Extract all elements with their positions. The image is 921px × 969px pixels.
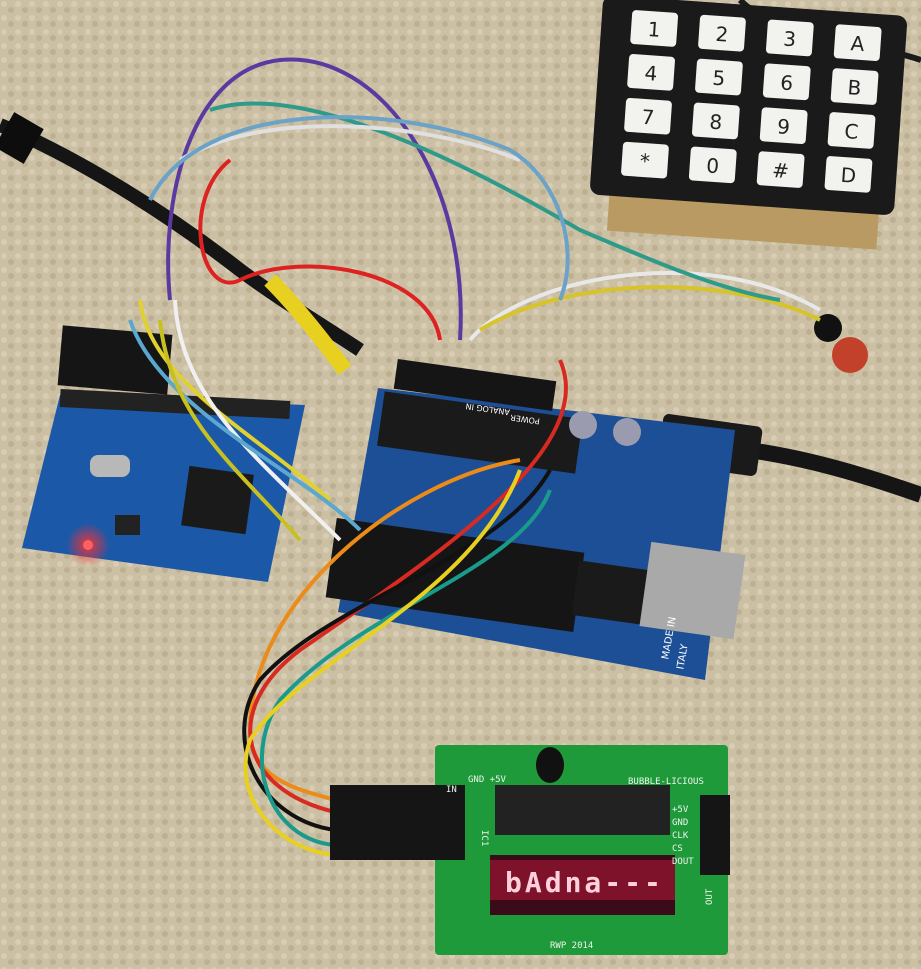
pin-label: +5V: [672, 805, 689, 815]
keypad-key[interactable]: [833, 24, 882, 61]
out-label: OUT: [705, 888, 715, 905]
bubble-title: BUBBLE-LICIOUS: [628, 777, 704, 787]
keypad-key[interactable]: [756, 151, 805, 188]
keypad-key[interactable]: [762, 63, 811, 101]
keypad-key-label: 0: [706, 153, 720, 178]
keypad-key[interactable]: [627, 54, 675, 91]
keypad-key-label: 2: [715, 22, 729, 47]
gnd-5v-label: GND +5V: [468, 775, 507, 785]
in-label: IN: [446, 785, 457, 795]
pin-label: DOUT: [672, 857, 694, 867]
jumper-wires: [128, 57, 822, 857]
push-button: [814, 314, 868, 373]
keypad-key-label: 5: [712, 66, 726, 91]
keypad-key[interactable]: [824, 156, 873, 193]
keypad-key-label: 1: [647, 17, 661, 42]
keypad-key[interactable]: [630, 10, 679, 47]
breakout-board: [22, 325, 305, 582]
keypad-key-label: B: [847, 75, 862, 100]
keypad-key[interactable]: [698, 14, 746, 52]
keypad-key-label: 6: [780, 70, 794, 95]
keypad-key[interactable]: [830, 68, 879, 105]
keypad-key-label: #: [771, 158, 789, 183]
ic-label: IC1: [479, 830, 489, 846]
keypad-key-label: 3: [783, 27, 797, 52]
pin-label: CLK: [672, 831, 689, 841]
italy-label: ITALY: [675, 642, 690, 670]
keypad-key[interactable]: [624, 97, 672, 135]
keypad-key-label: A: [850, 31, 866, 56]
keypad-key[interactable]: [695, 58, 743, 96]
keypad-key[interactable]: [759, 107, 808, 145]
keypad-key[interactable]: [765, 19, 814, 57]
bubble-display-board: bAdna--- BUBBLE-LICIOUS GND +5V IN IC1 +…: [330, 745, 730, 955]
keypad-key-label: 8: [709, 110, 723, 135]
keypad-key-label: *: [639, 149, 651, 174]
black-cable-left: [0, 118, 364, 356]
pin-label: GND: [672, 818, 688, 828]
keypad-key-label: D: [840, 163, 857, 188]
arduino-board: ANALOG IN POWER MADE IN ITALY: [325, 359, 746, 680]
keypad: 1 2 3 A 4 5 6 B 7 8 9 C * 0 # D: [590, 0, 907, 250]
keypad-key[interactable]: [827, 112, 876, 149]
keypad-key[interactable]: [688, 146, 737, 184]
credit-label: RWP 2014: [550, 941, 593, 951]
keypad-key-label: C: [844, 119, 860, 144]
keypad-key-label: 9: [776, 114, 790, 139]
keypad-key[interactable]: [621, 141, 669, 179]
keypad-key-label: 7: [641, 105, 655, 130]
keypad-key-label: 4: [644, 61, 658, 86]
power-label: POWER: [509, 413, 540, 426]
cable-connector: [0, 112, 44, 164]
keypad-key[interactable]: [692, 102, 740, 140]
pin-label: CS: [672, 844, 683, 854]
bubble-led-display: bAdna---: [505, 866, 664, 899]
